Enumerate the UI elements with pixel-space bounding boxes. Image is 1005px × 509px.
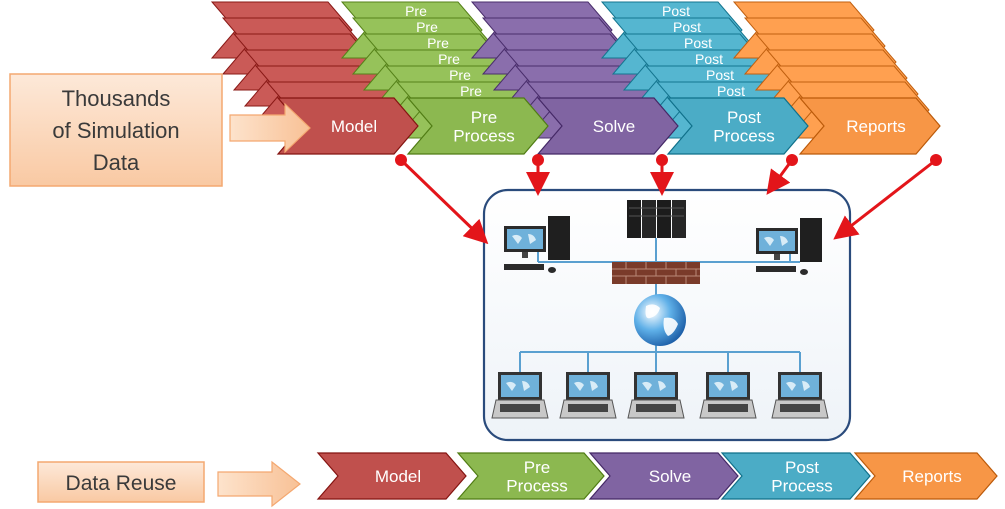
pre-stack-label: Pre xyxy=(416,19,438,35)
thousands-line-1: Thousands xyxy=(62,86,171,111)
connector-dot xyxy=(656,154,668,166)
laptop-icon xyxy=(771,372,829,419)
laptop-row xyxy=(491,372,829,419)
input-arrow-top xyxy=(229,102,311,154)
post-stack-label: Post xyxy=(673,19,701,35)
stage-pre-label: Process xyxy=(453,126,514,145)
stage-post-label: Post xyxy=(727,108,761,127)
bottom-solve-chevron: Solve xyxy=(588,452,739,500)
laptop-icon xyxy=(491,372,549,419)
desktop-computer-icon xyxy=(504,216,570,273)
thousands-of-data-box: Thousands of Simulation Data xyxy=(9,73,223,187)
network-panel xyxy=(482,188,852,442)
globe-icon xyxy=(634,294,686,346)
connector-dot xyxy=(786,154,798,166)
connector-dot xyxy=(395,154,407,166)
post-stack-label: Post xyxy=(706,67,734,83)
pre-stack-label: Pre xyxy=(449,67,471,83)
stage-model-label: Model xyxy=(331,117,377,136)
pre-stack-label: Pre xyxy=(460,83,482,99)
connectors xyxy=(395,154,942,245)
bottom-pre-label: Process xyxy=(506,476,567,495)
bottom-pre-label: Pre xyxy=(524,458,550,477)
stage-model-chevron: Model xyxy=(276,97,419,155)
connector-post xyxy=(766,154,798,195)
bottom-post-label: Process xyxy=(771,476,832,495)
laptop-icon xyxy=(627,372,685,419)
connector-solve xyxy=(650,154,674,196)
stage-reports-label: Reports xyxy=(846,117,906,136)
thousands-line-2: of Simulation xyxy=(52,118,179,143)
connector-dot xyxy=(532,154,544,166)
post-stack-label: Post xyxy=(662,3,690,19)
input-arrow-bottom xyxy=(217,460,301,508)
laptop-icon xyxy=(559,372,617,419)
bottom-model-label: Model xyxy=(375,467,421,486)
connector-model xyxy=(395,154,489,245)
stage-post-label: Process xyxy=(713,126,774,145)
bottom-solve-label: Solve xyxy=(649,467,692,486)
post-stack-label: Post xyxy=(684,35,712,51)
bottom-post-label: Post xyxy=(785,458,819,477)
desktop-computer-icon xyxy=(756,218,822,275)
firewall-icon xyxy=(612,262,700,284)
post-stack-label: Post xyxy=(695,51,723,67)
pre-stack-label: Pre xyxy=(427,35,449,51)
stage-reports-chevron: Reports xyxy=(798,97,941,155)
post-stack-label: Post xyxy=(717,83,745,99)
laptop-icon xyxy=(699,372,757,419)
stage-pre-label: Pre xyxy=(471,108,497,127)
stage-solve-label: Solve xyxy=(593,117,636,136)
data-reuse-label: Data Reuse xyxy=(66,472,177,495)
server-rack-icon xyxy=(627,200,686,238)
connector-pre xyxy=(526,154,550,196)
connector-dot xyxy=(930,154,942,166)
pre-stack-label: Pre xyxy=(405,3,427,19)
stage-solve-chevron: Solve xyxy=(536,97,679,155)
data-reuse-box: Data Reuse xyxy=(37,461,205,503)
bottom-model-chevron: Model xyxy=(316,452,467,500)
bottom-reports-chevron: Reports xyxy=(853,452,998,500)
bottom-reports-label: Reports xyxy=(902,467,962,486)
connector-reports xyxy=(833,154,942,240)
pre-stack-label: Pre xyxy=(438,51,460,67)
thousands-line-3: Data xyxy=(93,150,140,175)
